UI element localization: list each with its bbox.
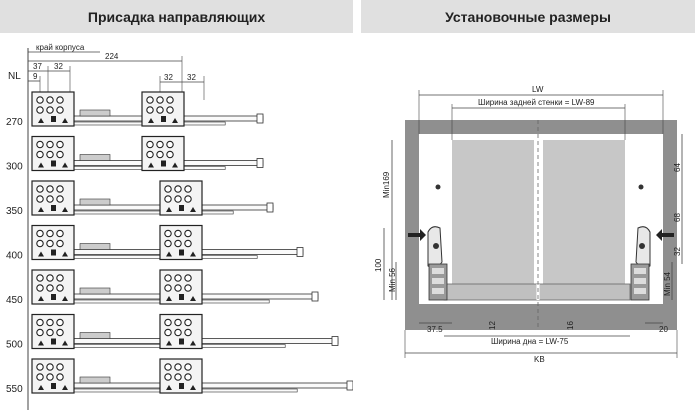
drawer-bottom [443, 283, 631, 301]
nl-label: 350 [6, 206, 23, 217]
front-bracket [31, 269, 75, 305]
dim-37: 37 [33, 62, 42, 71]
nl-label: 270 [6, 117, 23, 128]
kb-label: KB [534, 355, 545, 364]
runner-row: 500 [6, 313, 339, 351]
dim-16: 16 [566, 321, 575, 330]
drawer-back-right [543, 140, 625, 290]
front-bracket [31, 135, 75, 172]
drilling-diagram: край корпуса 224 37 32 9 32 32 NL 270 300… [6, 43, 353, 410]
runner-row: 270 [6, 91, 264, 128]
bottom-width-label: Ширина дна = LW-75 [491, 337, 569, 346]
dim-12: 12 [488, 321, 497, 330]
runner-row: 550 [6, 358, 353, 395]
lw-label: LW [532, 85, 544, 94]
nl-label: 450 [6, 295, 23, 306]
nl-header: NL [8, 71, 21, 82]
dim-224: 224 [105, 52, 119, 61]
rear-bracket [141, 91, 185, 127]
runner-row: 400 [6, 224, 304, 262]
nl-label: 300 [6, 162, 23, 173]
min54-label: Min 54 [663, 271, 672, 296]
nl-label: 400 [6, 251, 23, 262]
dim-32c: 32 [187, 73, 196, 82]
rail [73, 338, 339, 344]
back-wall-label: Ширина задней стенки = LW-89 [478, 98, 595, 107]
runner-left [427, 226, 448, 301]
rear-bracket [159, 358, 203, 394]
rear-bracket [141, 135, 185, 172]
runner-row: 300 [6, 135, 264, 173]
front-bracket [31, 180, 75, 216]
dim-68: 68 [673, 213, 682, 222]
dim-100: 100 [374, 258, 383, 272]
right-panel-title: Установочные размеры [361, 0, 695, 33]
rear-bracket [159, 224, 203, 261]
runner-right [630, 226, 651, 301]
cabinet-frame [405, 120, 677, 330]
front-bracket [31, 91, 75, 127]
rear-bracket [159, 269, 203, 305]
runner-row: 450 [6, 269, 319, 306]
nl-label: 550 [6, 384, 23, 395]
dim-9: 9 [33, 72, 38, 81]
dim-64: 64 [673, 163, 682, 172]
cabinet-interior [419, 134, 663, 304]
dim-32b: 32 [164, 73, 173, 82]
front-bracket [31, 224, 75, 261]
front-bracket [31, 313, 75, 350]
edge-label: край корпуса [36, 43, 85, 52]
dim-37-5: 37.5 [427, 325, 443, 334]
dim-20: 20 [659, 325, 668, 334]
left-panel-title: Присадка направляющих [0, 0, 353, 33]
min56-label: Min 56 [388, 267, 397, 292]
runner-row: 350 [6, 180, 274, 217]
min169-label: Min169 [382, 171, 391, 198]
rear-bracket [159, 180, 203, 216]
nl-label: 500 [6, 340, 23, 351]
front-bracket [31, 358, 75, 394]
dim-32-right: 32 [673, 247, 682, 256]
drawer-back-left [452, 140, 534, 290]
panel-divider [353, 0, 361, 419]
rear-bracket [159, 313, 203, 350]
dim-32a: 32 [54, 62, 63, 71]
rail [73, 382, 353, 389]
